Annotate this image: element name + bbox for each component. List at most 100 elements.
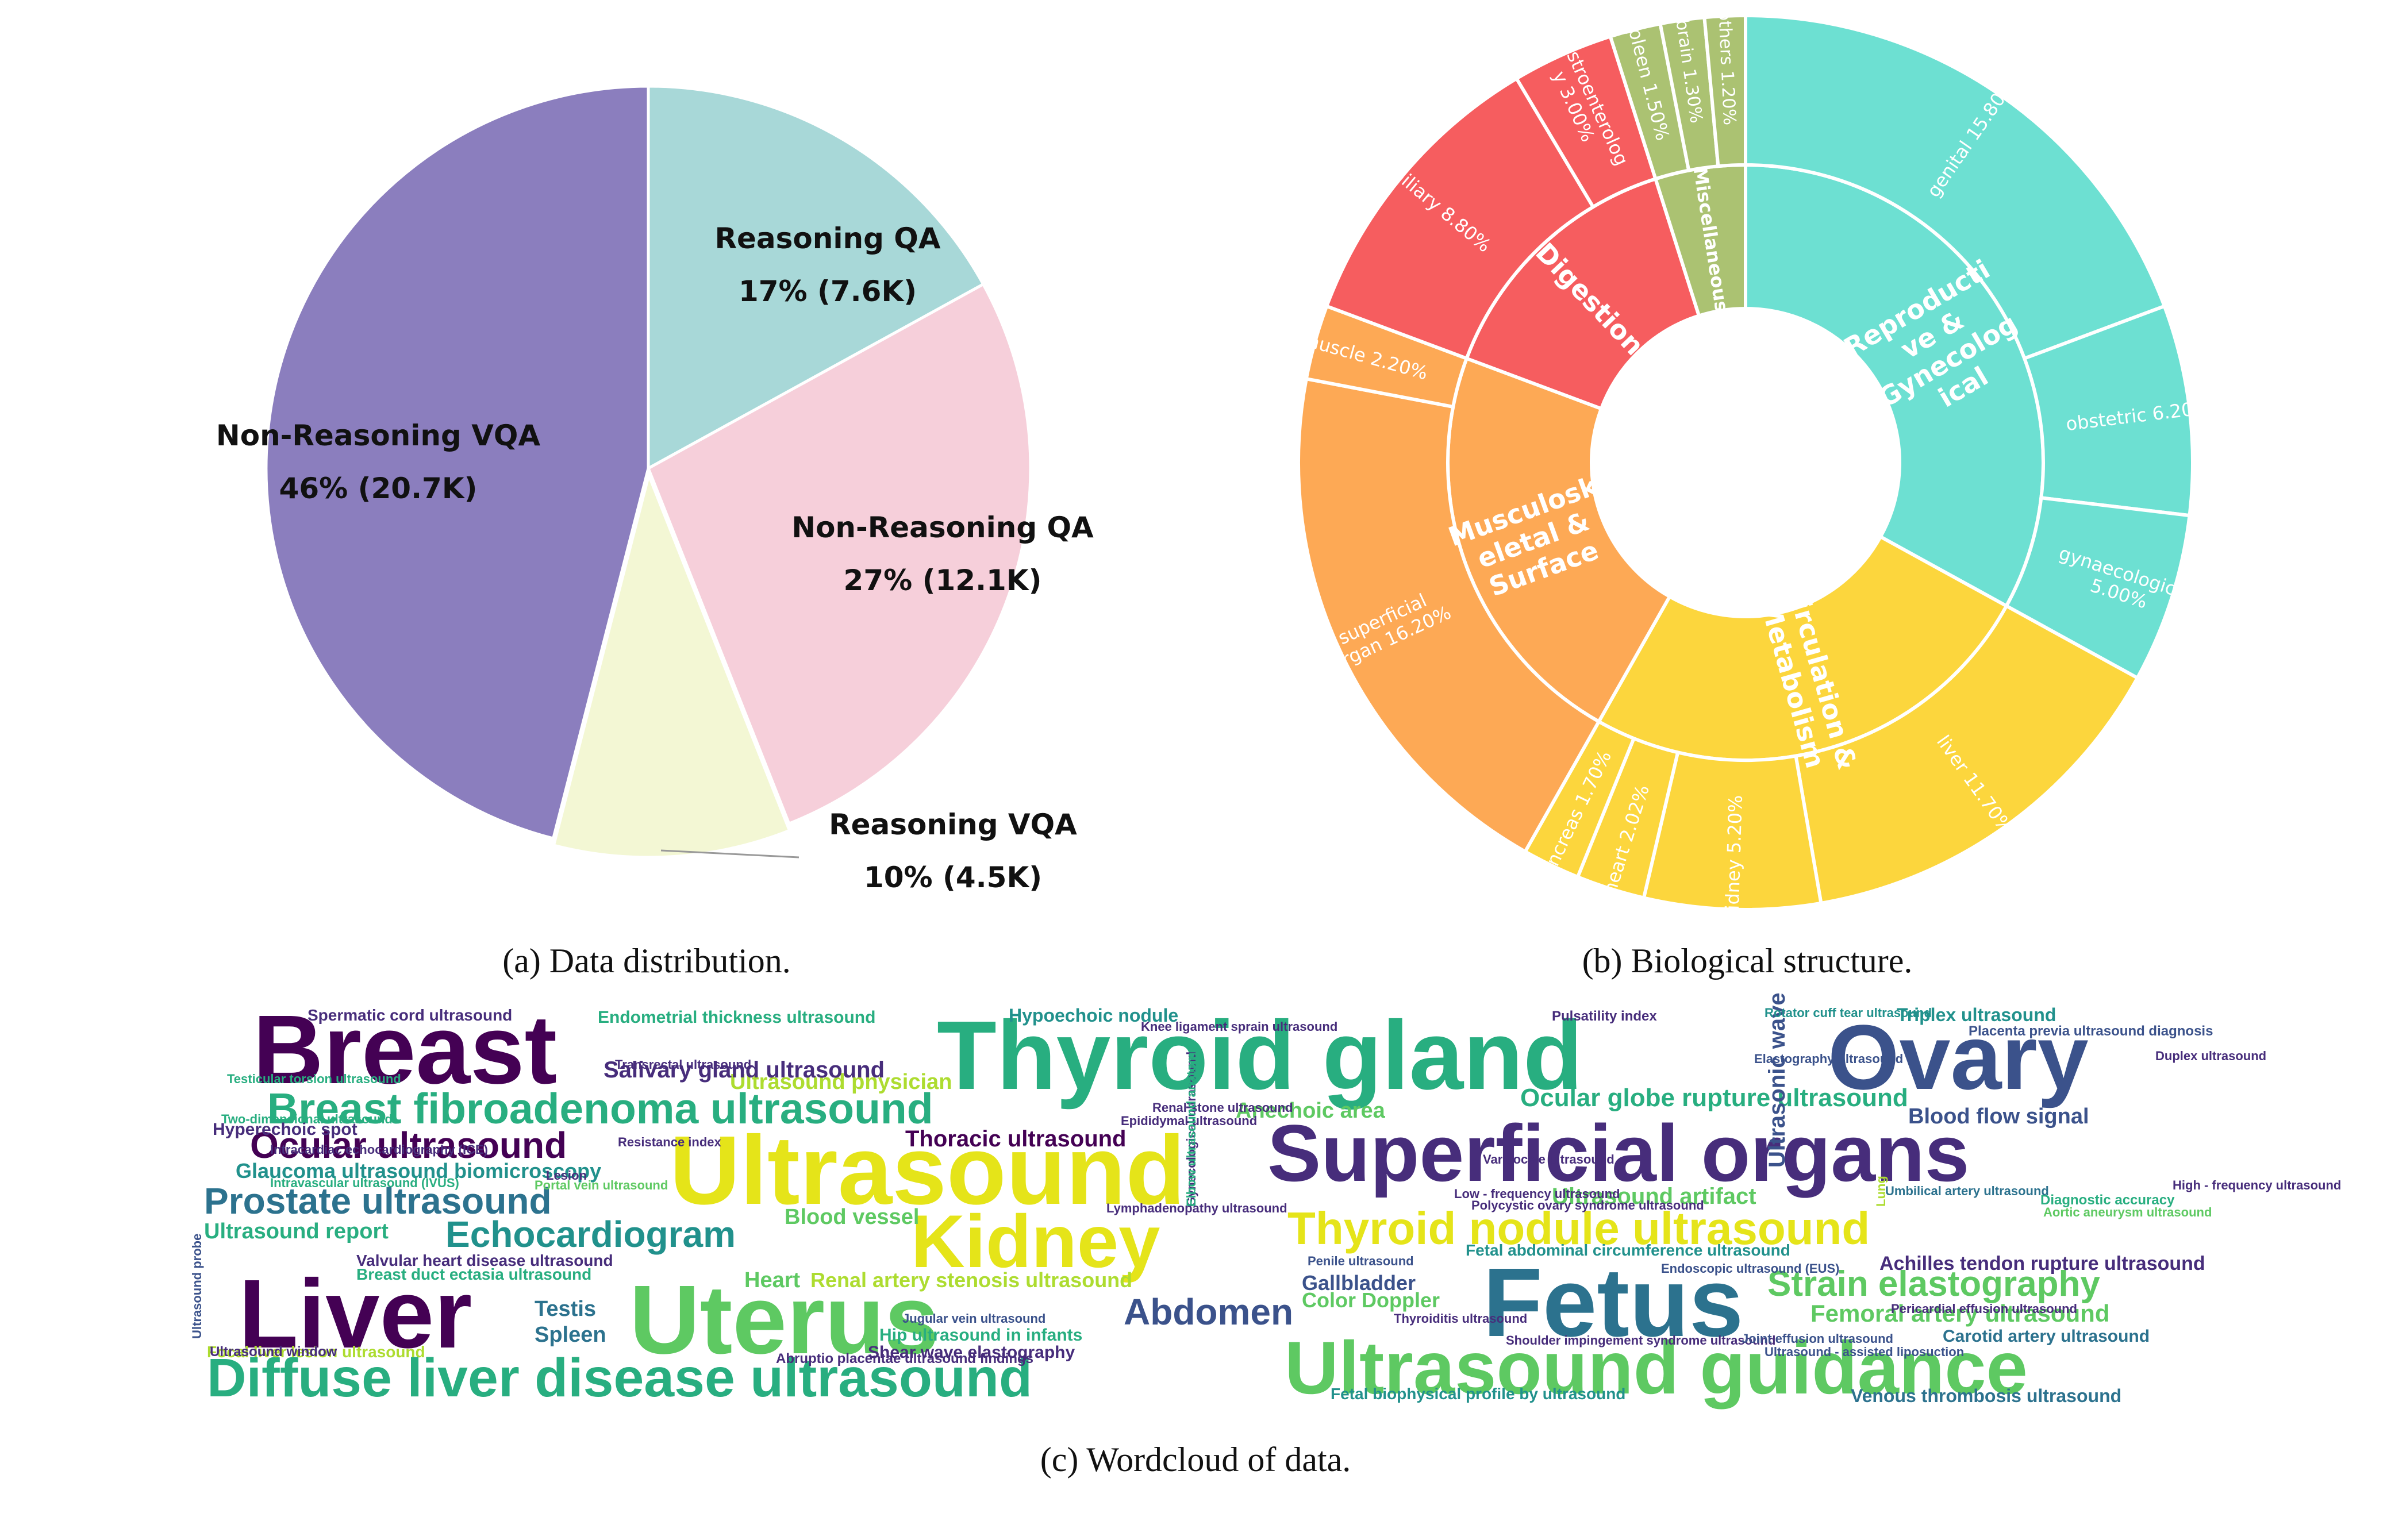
wordcloud-word: Ultrasound probe [190,1234,204,1339]
wordcloud-word: Abruptio placentae ultrasound findings [776,1351,1033,1366]
wordcloud-word: Hypoechoic nodule [1009,1005,1178,1026]
wordcloud-word: Achilles tendon rupture ultrasound [1879,1253,2205,1275]
pie-slice-reasoning-vqa [552,470,791,859]
wordcloud-word: Ocular globe rupture ultrasound [1520,1084,1908,1112]
pie-slice-non-reasoning-qa [646,282,1032,826]
wordcloud-word: Ultrasonic wave [1765,992,1790,1168]
wordcloud-word: Varicocele ultrasound [1483,1152,1614,1166]
wordcloud-word: Spleen [535,1323,606,1347]
wordcloud-word: Epididymal ultrasound [1121,1114,1257,1128]
pie-value-non-reasoning-qa: 27% (12.1K) [844,564,1042,597]
wordcloud-word: Thoracic ultrasound [905,1126,1127,1152]
pie-leader-line [660,849,799,858]
wordcloud-word: Ultrasound guidance [1285,1326,2028,1410]
wordcloud-word: Testicular torsion ultrasound [227,1072,401,1086]
wordcloud-word: Breast duct ectasia ultrasound [356,1265,591,1283]
wordcloud-word: Pericardial effusion ultrasound [1891,1302,2077,1316]
wordcloud-word: Ovary [1828,1006,2089,1108]
wordcloud-word: Diffuse liver disease ultrasound [207,1348,1032,1408]
wordcloud-word: Breast [253,995,557,1104]
pie-label-non-reasoning-qa: Non-Reasoning QA [791,511,1094,544]
wordcloud-word: Kidney [911,1199,1160,1283]
wordcloud-word: Color Doppler [1302,1288,1440,1312]
pie-label-reasoning-qa: Reasoning QA [715,222,941,255]
wordcloud-word: Liver [239,1260,472,1369]
pie-value-reasoning-qa: 17% (7.6K) [739,275,917,308]
wordcloud-word: Duplex ultrasound [2155,1049,2266,1063]
wordcloud-word: Abdomen [1124,1291,1293,1333]
wordcloud-word: Ultrasound - assisted liposuction [1765,1345,1964,1359]
wordcloud-word: Strain elastography [1767,1264,2100,1304]
wordcloud-word: Ultrasound artifact [1552,1184,1756,1209]
wordcloud-word: Pulsatility index [1552,1008,1657,1024]
wordcloud-word: Polycystic ovary syndrome ultrasound [1471,1198,1704,1212]
sunburst-segment-genital [1744,13,2167,361]
wordcloud-word: Ultrasound report [204,1219,389,1243]
wordcloud-word: Femoral artery ultrasound [1810,1300,2109,1327]
wordcloud-word: Fetus [1483,1248,1743,1357]
wordcloud-word: Thyroid nodule ultrasound [1287,1203,1870,1254]
wordcloud-word: Hyperechoic spot [213,1120,358,1139]
pie-label-reasoning-vqa: Reasoning VQA [829,808,1077,841]
wordcloud-word: Renal stone ultrasound [1152,1100,1293,1115]
wordcloud-word: Umbilical artery ultrasound [1885,1184,2049,1198]
wordcloud-word: Blood vessel [785,1205,919,1229]
wordcloud-word: Shear wave elastography [868,1343,1075,1362]
wordcloud-word: Focal liver lesion ultrasound [207,1343,425,1361]
caption-b: (b) Biological structure. [1582,942,1913,980]
wordcloud-word: Echocardiogram [445,1214,736,1255]
wordcloud-word: Fetal abdominal circumference ultrasound [1466,1241,1790,1259]
wordcloud-word: Renal artery stenosis ultrasound [810,1268,1132,1292]
wordcloud-word: Rotator cuff tear ultrasound [1765,1006,1932,1020]
wordcloud-word: Intracardiac echocardiography (ICE) [270,1142,488,1157]
pie-slice-reasoning-qa [647,84,986,471]
wordcloud-word: Penile ultrasound [1308,1254,1414,1268]
wordcloud-word: Joint effusion ultrasound [1742,1331,1893,1346]
wordcloud-word: High - frequency ultrasound [2173,1178,2341,1192]
wordcloud-word: Ultrasound [670,1116,1185,1225]
wordcloud-word: Two-dimensional ultrasound [221,1112,393,1126]
wordcloud-word: Placenta previa ultrasound diagnosis [1969,1023,2213,1039]
sunburst-segment-others [1702,13,1747,168]
wordcloud-word: Glaucoma ultrasound biomicroscopy [236,1159,601,1183]
wordcloud-word: Venous thrombosis ultrasound [1851,1385,2121,1406]
pie-value-reasoning-vqa: 10% (4.5K) [864,861,1042,894]
wordcloud-word: Low - frequency ultrasound [1454,1187,1620,1201]
wordcloud-word: Fetal biophysical profile by ultrasound [1331,1385,1625,1403]
wordcloud-word: Diagnostic accuracy [2040,1192,2175,1208]
wordcloud-word: Superficial organs [1267,1108,1969,1198]
wordcloud-word: Endometrial thickness ultrasound [598,1008,875,1027]
wordcloud-word: Blood flow signal [1908,1104,2089,1129]
wordcloud-word: Thyroid gland [937,1001,1583,1110]
wordcloud-word: Resistance index [618,1135,722,1149]
wordcloud-word: Elastography ultrasound [1754,1052,1903,1066]
wordcloud-word: Carotid artery ultrasound [1943,1327,2150,1346]
wordcloud-word: Jugular vein ultrasound [902,1311,1045,1326]
pie-slice-non-reasoning-vqa [264,84,650,841]
wordcloud-word: Elbow ultrasound anatomy [1184,1045,1198,1207]
wordcloud-word: Testis [535,1297,596,1321]
wordcloud-word: Triplex ultrasound [1897,1004,2056,1025]
wordcloud-word: Breast fibroadenoma ultrasound [267,1084,933,1133]
pie-label-non-reasoning-vqa: Non-Reasoning VQA [216,419,541,452]
pie-value-non-reasoning-vqa: 46% (20.7K) [279,472,478,505]
wordcloud-word: Gynecological ultrasound [1184,1052,1198,1207]
wordcloud-word: Anechoic area [1236,1099,1386,1123]
wordcloud-word: Hip ultrasound in infants [879,1326,1082,1345]
caption-c: (c) Wordcloud of data. [1040,1441,1351,1479]
wordcloud-word: Ultrasound window [210,1344,337,1360]
wordcloud-word: Ocular ultrasound [250,1125,567,1166]
wordcloud-word: Transrectal ultrasound [615,1057,751,1072]
wordcloud-word: Uterus [629,1265,939,1375]
sunburst-segment-liver [1794,603,2140,906]
wordcloud-word: Heart [744,1268,800,1292]
wordcloud-word: Portal vein ultrasound [535,1178,668,1192]
wordcloud-word: Endoscopic ultrasound (EUS) [1661,1261,1839,1276]
wordcloud-word: Aortic aneurysm ultrasound [2043,1205,2212,1219]
caption-a: (a) Data distribution. [502,942,791,980]
wordcloud-word: Lesion [546,1168,587,1183]
sunburst-segment-superficial-organ [1297,376,1601,854]
